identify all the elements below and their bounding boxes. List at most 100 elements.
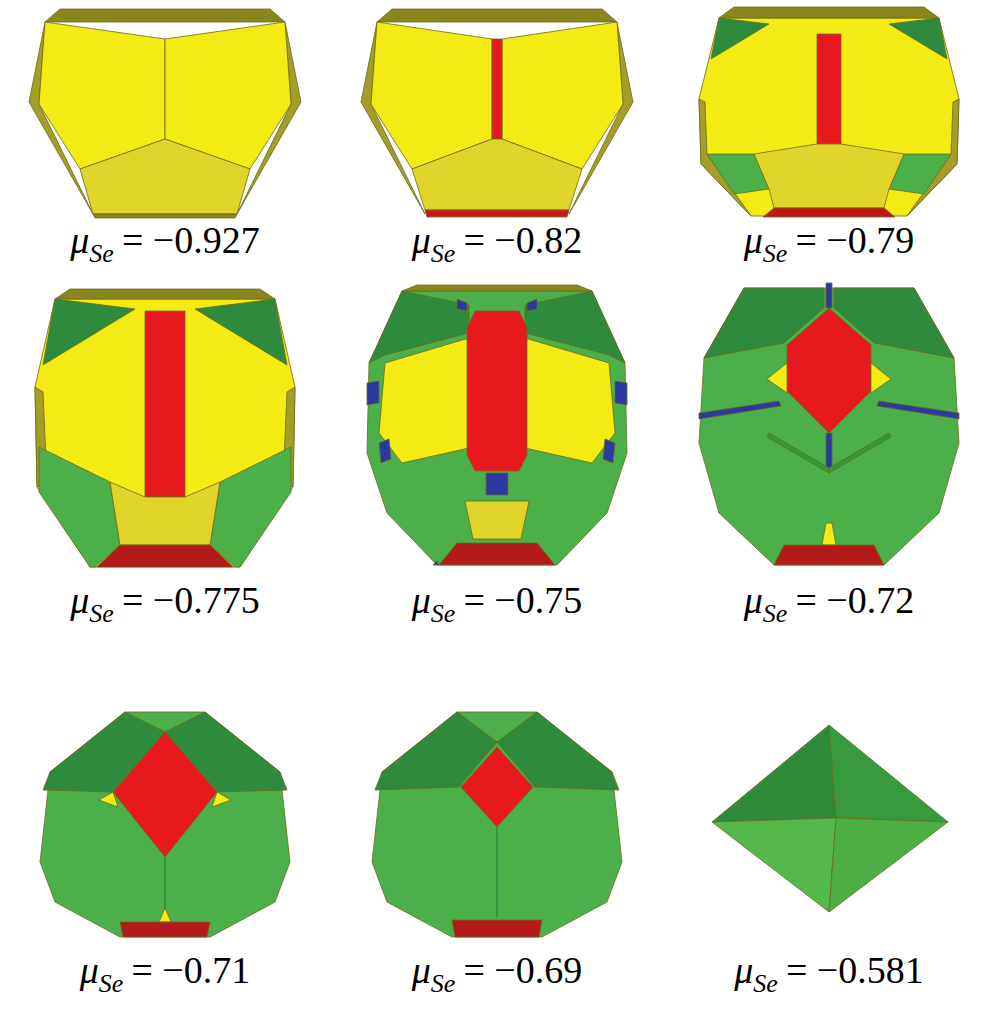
crystal-shape bbox=[699, 7, 959, 217]
symbol-mu: μ bbox=[734, 949, 753, 991]
crystal-face bbox=[377, 9, 617, 22]
crystal-face bbox=[212, 792, 231, 807]
crystal-face bbox=[164, 857, 166, 912]
crystal-face bbox=[461, 747, 533, 827]
crystal-face bbox=[35, 299, 295, 567]
subscript-se: Se bbox=[99, 969, 124, 998]
symbol-mu: μ bbox=[412, 579, 431, 621]
crystal-face bbox=[402, 285, 592, 291]
potential-caption: μSe= −0.69 bbox=[412, 948, 583, 999]
crystal-face bbox=[379, 338, 469, 463]
crystal-face bbox=[367, 381, 379, 405]
crystal-face bbox=[439, 543, 555, 565]
crystal-face bbox=[829, 818, 948, 912]
crystal-face bbox=[110, 482, 220, 545]
crystal-face bbox=[817, 34, 841, 144]
symbol-mu: μ bbox=[412, 949, 431, 991]
crystal-face bbox=[877, 401, 959, 419]
crystal-face bbox=[486, 473, 508, 495]
value-text: = −0.75 bbox=[463, 579, 582, 621]
crystal-face bbox=[159, 908, 171, 922]
crystal-shape bbox=[29, 9, 301, 218]
crystal-shape bbox=[712, 725, 948, 912]
value-text: = −0.72 bbox=[795, 579, 914, 621]
subscript-se: Se bbox=[89, 599, 114, 628]
subscript-se: Se bbox=[763, 599, 788, 628]
potential-caption: μSe= −0.927 bbox=[70, 218, 260, 269]
crystal-face bbox=[829, 725, 948, 822]
value-text: = −0.69 bbox=[463, 949, 582, 991]
crystal-face bbox=[452, 920, 542, 937]
subscript-se: Se bbox=[431, 969, 456, 998]
crystal-face bbox=[603, 439, 615, 463]
crystal-shape bbox=[367, 285, 627, 565]
value-text: = −0.775 bbox=[122, 579, 260, 621]
crystal-face bbox=[889, 18, 947, 59]
crystal-face bbox=[367, 291, 627, 565]
crystal-face bbox=[45, 9, 285, 22]
crystal-face bbox=[826, 283, 832, 308]
potential-caption: μSe = −0.775 bbox=[70, 578, 260, 629]
crystal-face bbox=[719, 7, 939, 18]
crystal-face bbox=[754, 144, 904, 208]
crystal-face bbox=[55, 289, 275, 299]
crystal-face bbox=[465, 501, 529, 539]
crystal-face bbox=[467, 311, 527, 471]
potential-caption: μSe= −0.71 bbox=[80, 948, 251, 999]
crystal-face bbox=[699, 18, 959, 216]
crystal-face bbox=[120, 922, 210, 937]
crystal-shape bbox=[35, 289, 295, 567]
crystal-face bbox=[39, 447, 120, 567]
crystal-face bbox=[699, 288, 959, 565]
crystal-shape bbox=[40, 712, 290, 937]
crystal-face bbox=[492, 39, 502, 139]
symbol-mu: μ bbox=[744, 579, 763, 621]
crystal-face bbox=[829, 433, 891, 473]
crystal-face bbox=[711, 18, 769, 59]
value-text: = −0.927 bbox=[122, 219, 260, 261]
crystal-face bbox=[767, 433, 829, 473]
crystal-face bbox=[113, 732, 217, 857]
potential-caption: μSe= −0.72 bbox=[744, 578, 915, 629]
crystal-face bbox=[40, 712, 290, 937]
crystal-face bbox=[379, 439, 391, 463]
subscript-se: Se bbox=[431, 599, 456, 628]
crystal-face bbox=[712, 818, 836, 912]
crystal-shape bbox=[699, 283, 959, 565]
crystal-face bbox=[787, 308, 871, 433]
crystal-shape bbox=[372, 712, 622, 937]
crystal-face bbox=[412, 139, 582, 210]
crystal-face bbox=[826, 433, 832, 468]
value-text: = −0.82 bbox=[463, 219, 582, 261]
subscript-se: Se bbox=[753, 969, 778, 998]
crystal-face bbox=[527, 299, 537, 311]
crystal-face bbox=[425, 210, 569, 217]
symbol-mu: μ bbox=[412, 219, 431, 261]
symbol-mu: μ bbox=[744, 219, 763, 261]
crystal-face bbox=[774, 545, 884, 565]
crystal-face bbox=[871, 363, 891, 393]
crystal-face bbox=[767, 363, 787, 393]
crystal-face bbox=[97, 545, 233, 567]
crystal-face bbox=[210, 447, 291, 567]
crystal-face bbox=[43, 299, 135, 365]
crystal-face bbox=[615, 381, 627, 405]
potential-caption: μSe = −0.581 bbox=[734, 948, 924, 999]
crystal-face bbox=[145, 311, 185, 497]
crystal-face bbox=[699, 401, 781, 419]
crystal-face bbox=[763, 208, 895, 217]
symbol-mu: μ bbox=[80, 949, 99, 991]
subscript-se: Se bbox=[763, 239, 788, 268]
crystal-face bbox=[496, 827, 498, 917]
crystal-face bbox=[457, 299, 467, 311]
crystal-face bbox=[93, 214, 237, 218]
symbol-mu: μ bbox=[70, 579, 89, 621]
crystal-face bbox=[822, 523, 836, 545]
symbol-mu: μ bbox=[70, 219, 89, 261]
crystal-shape bbox=[361, 9, 633, 217]
potential-caption: μSe= −0.75 bbox=[412, 578, 583, 629]
crystal-face bbox=[712, 725, 836, 822]
value-text: = −0.581 bbox=[786, 949, 924, 991]
